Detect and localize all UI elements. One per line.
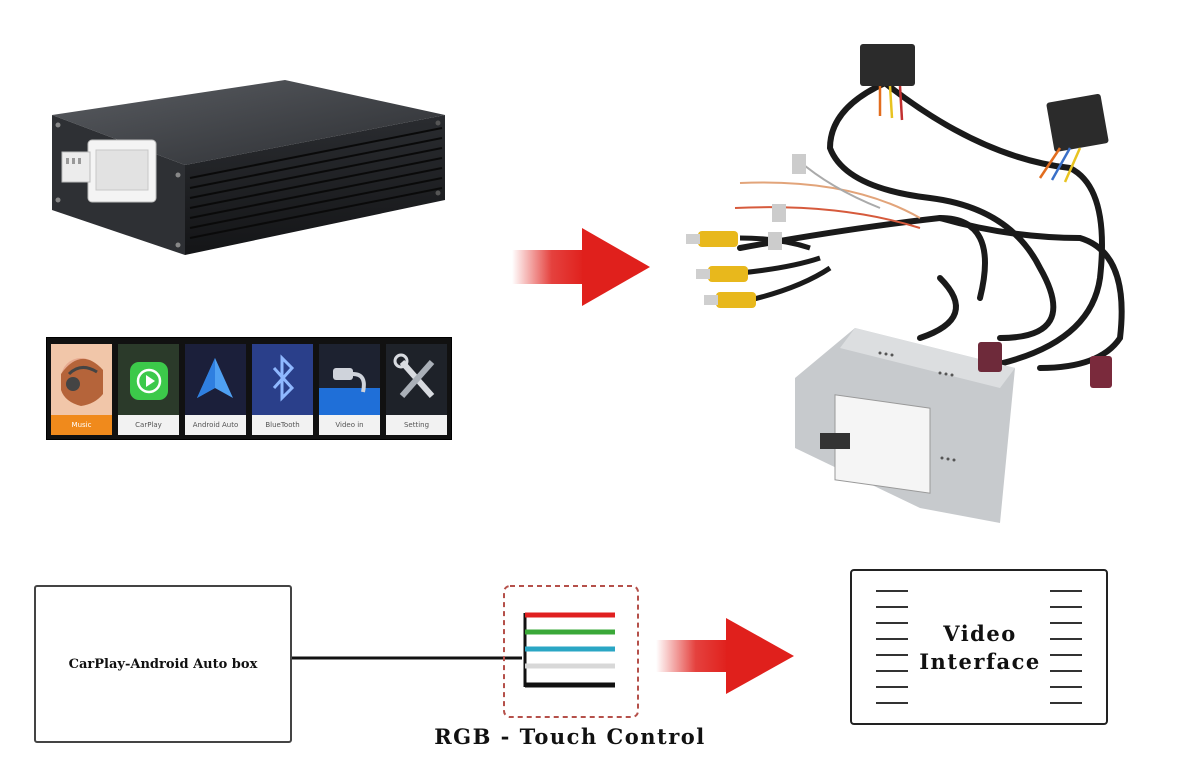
carplay-box-label: CarPlay-Android Auto box <box>68 656 258 672</box>
music-icon <box>51 344 112 415</box>
video-label-line2: Interface <box>919 649 1041 674</box>
app-tile-carplay: CarPlay <box>118 344 179 435</box>
rgb-touch-control-label: RGB - Touch Control <box>434 724 706 749</box>
app-tile-bluetooth: BlueTooth <box>252 344 313 435</box>
video-interface-label: Video Interface <box>900 620 1060 676</box>
arrow-right-icon <box>512 228 650 306</box>
app-tile-video-in: Video in <box>319 344 380 435</box>
app-label: Setting <box>386 415 447 435</box>
android-auto-icon <box>185 344 246 415</box>
carplay-icon <box>118 344 179 415</box>
video-interface-pins <box>876 590 1082 704</box>
app-tile-android-auto: Android Auto <box>185 344 246 435</box>
app-label: Music <box>51 415 112 435</box>
video-in-icon <box>319 344 380 415</box>
app-tile-music: Music <box>51 344 112 435</box>
rgb-wires-symbol <box>503 585 639 718</box>
connection-line <box>292 656 522 660</box>
settings-icon <box>386 344 447 415</box>
app-label: CarPlay <box>118 415 179 435</box>
carplay-android-auto-box: CarPlay-Android Auto box <box>34 585 292 743</box>
video-interface-box <box>850 569 1108 725</box>
app-label: Android Auto <box>185 415 246 435</box>
arrow-right-icon <box>656 618 794 694</box>
carplay-box-photo <box>52 80 445 255</box>
wiring-harness-photo <box>686 44 1125 523</box>
app-tile-setting: Setting <box>386 344 447 435</box>
app-label: BlueTooth <box>252 415 313 435</box>
video-label-line1: Video <box>943 621 1017 646</box>
bluetooth-icon <box>252 344 313 415</box>
app-icon-strip: Music CarPlay Android Auto Bl <box>46 337 452 440</box>
app-label: Video in <box>319 415 380 435</box>
